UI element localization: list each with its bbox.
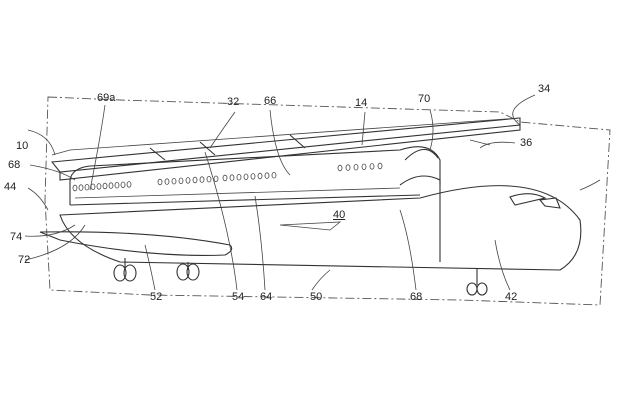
window — [353, 163, 359, 171]
ref-label-68-lower: 68 — [410, 291, 423, 303]
window — [361, 163, 367, 170]
window — [178, 177, 184, 184]
window — [114, 181, 120, 189]
ref-label-68: 68 — [8, 159, 21, 171]
window — [185, 177, 191, 184]
ref-label-14: 14 — [355, 97, 368, 109]
window — [84, 183, 90, 191]
ref-label-70: 70 — [418, 93, 431, 105]
leader-lines — [24, 94, 601, 291]
window — [222, 174, 228, 182]
window — [171, 177, 177, 185]
window — [369, 163, 375, 170]
cabin-windows — [72, 162, 383, 192]
window — [78, 184, 84, 191]
window — [90, 183, 96, 190]
window — [157, 178, 163, 186]
window — [164, 178, 170, 185]
window — [271, 171, 277, 179]
window — [377, 162, 383, 170]
ref-label-52: 52 — [150, 291, 163, 303]
window — [199, 176, 205, 183]
wing — [39, 231, 233, 256]
ref-label-69a: 69a — [97, 92, 116, 104]
window — [206, 175, 212, 183]
window — [108, 182, 114, 189]
ref-label-54: 54 — [232, 291, 245, 303]
window — [250, 173, 256, 180]
ref-label-66: 66 — [264, 95, 277, 107]
window — [102, 182, 108, 190]
window — [257, 172, 263, 180]
window — [72, 184, 78, 192]
window — [96, 183, 102, 190]
ref-label-50: 50 — [310, 291, 323, 303]
ref-label-74: 74 — [10, 231, 23, 243]
boundary-outline — [44, 96, 611, 306]
ref-label-40: 40 — [333, 209, 346, 221]
ref-label-44: 44 — [4, 181, 17, 193]
ref-label-34: 34 — [538, 83, 551, 95]
landing-gear — [113, 258, 488, 296]
ref-label-64: 64 — [260, 291, 273, 303]
window — [337, 164, 343, 172]
ref-label-10: 10 — [16, 140, 29, 152]
ref-label-32: 32 — [227, 96, 240, 108]
ref-label-72: 72 — [18, 254, 31, 266]
window — [213, 175, 219, 182]
window — [243, 173, 249, 180]
window — [126, 181, 132, 188]
window — [120, 181, 126, 188]
window — [192, 176, 198, 184]
window — [236, 173, 242, 181]
ref-label-42: 42 — [505, 291, 518, 303]
window — [264, 172, 270, 179]
window — [229, 174, 235, 181]
cabin-module — [69, 146, 441, 206]
ref-label-36: 36 — [520, 137, 533, 149]
window — [345, 164, 351, 171]
